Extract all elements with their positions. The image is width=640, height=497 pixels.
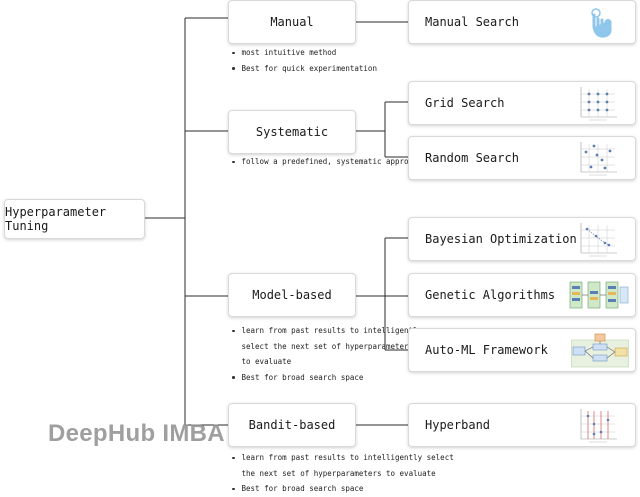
method-genetic-algorithms[interactable]: Genetic Algorithms [408,273,636,317]
method-label: Bayesian Optimization [425,232,577,246]
notes-systematic: follow a predefined, systematic approach [232,154,422,170]
root-node[interactable]: Hyperparameter Tuning [4,199,145,239]
note-item: the next set of hyperparameters to evalu… [241,468,436,478]
method-label: Manual Search [425,15,519,29]
note-item: learn from past results to intelligently [232,323,422,339]
method-label: Auto-ML Framework [425,343,548,357]
category-manual[interactable]: Manual [228,0,356,44]
note-item: select the next set of hyperparameters [241,341,414,351]
category-label: Systematic [255,125,329,139]
category-label: Bandit-based [248,418,336,432]
category-bandit-based[interactable]: Bandit-based [228,403,356,447]
note-item: Best for broad search space [232,481,454,497]
notes-model-based: learn from past results to intelligently… [232,323,422,385]
note-item: to evaluate [241,357,292,366]
note-item: learn from past results to intelligently… [232,450,454,466]
root-label: Hyperparameter Tuning [5,205,107,233]
bayesian-plot-icon [580,223,617,257]
automl-flow-icon [571,333,629,368]
note-item: follow a predefined, systematic approach [232,154,422,170]
category-systematic[interactable]: Systematic [228,110,356,154]
method-label: Grid Search [425,96,505,110]
method-random-search[interactable]: Random Search [408,136,636,180]
method-hyperband[interactable]: Hyperband [408,403,636,447]
notes-manual: most intuitive method Best for quick exp… [232,45,377,76]
note-item: most intuitive method [232,45,377,61]
category-label: Model-based [252,288,332,302]
hand-tap-icon [591,8,612,38]
notes-bandit-based: learn from past results to intelligently… [232,450,454,497]
note-item: Best for quick experimentation [232,61,377,77]
note-item: Best for broad search space [232,370,422,386]
method-bayesian-optimization[interactable]: Bayesian Optimization [408,217,636,261]
watermark: DeepHub IMBA [48,420,225,447]
category-model-based[interactable]: Model-based [228,273,356,317]
method-grid-search[interactable]: Grid Search [408,81,636,125]
method-label: Hyperband [425,418,491,432]
grid-search-plot-icon [580,87,617,121]
random-search-plot-icon [580,142,617,176]
method-label: Random Search [425,151,519,165]
method-label: Genetic Algorithms [425,288,556,302]
method-manual-search[interactable]: Manual Search [408,0,636,44]
genetic-population-icon [569,281,629,309]
category-label: Manual [270,15,314,29]
hyperband-plot-icon [580,409,617,443]
method-automl-framework[interactable]: Auto-ML Framework [408,328,636,372]
